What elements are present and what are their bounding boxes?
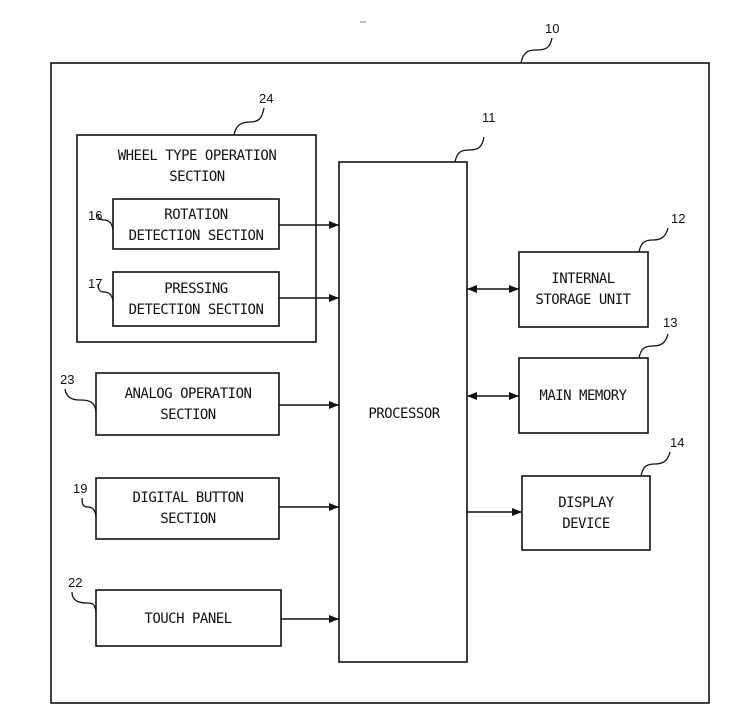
display-device-ref-number: 14 [670, 435, 684, 450]
main-memory-ref-leader [638, 333, 669, 359]
internal-storage-ref-leader [638, 227, 669, 253]
rotation-detection-label-line2: DETECTION SECTION [129, 228, 264, 244]
processor: PROCESSOR 11 [338, 110, 496, 663]
touch-panel-frame [95, 589, 282, 647]
pressing-detection-section: PRESSING DETECTION SECTION 17 [88, 271, 280, 327]
main-memory: MAIN MEMORY 13 [518, 315, 677, 434]
digital-button-ref-number: 19 [73, 481, 87, 496]
wheel-section-label-line1: WHEEL TYPE OPERATION [118, 148, 277, 164]
internal-storage-unit: INTERNAL STORAGE UNIT 12 [518, 211, 685, 328]
internal-storage-frame [518, 251, 649, 328]
display-device-label-line1: DISPLAY [558, 495, 615, 511]
analog-operation-section: ANALOG OPERATION SECTION 23 [60, 372, 280, 436]
display-device-frame [521, 475, 651, 551]
pressing-detection-ref-number: 17 [88, 276, 102, 291]
pressing-detection-label-line1: PRESSING [164, 281, 228, 297]
display-device-ref-leader [640, 451, 671, 477]
internal-storage-ref-number: 12 [671, 211, 685, 226]
digital-button-label-line2: SECTION [160, 511, 216, 527]
internal-storage-label-line2: STORAGE UNIT [535, 292, 631, 308]
processor-ref-leader [454, 136, 485, 163]
digital-button-label-line1: DIGITAL BUTTON [132, 490, 243, 506]
system-ref-leader [520, 37, 553, 64]
rotation-detection-label-line1: ROTATION [164, 207, 228, 223]
rotation-detection-ref-leader [97, 213, 114, 231]
rotation-detection-section: ROTATION DETECTION SECTION 16 [88, 198, 280, 250]
display-device: DISPLAY DEVICE 14 [521, 435, 684, 551]
analog-operation-label-line2: SECTION [160, 407, 216, 423]
touch-panel-label: TOUCH PANEL [144, 611, 231, 627]
main-memory-ref-number: 13 [663, 315, 677, 330]
digital-button-frame [95, 477, 280, 540]
wheel-section-label-line2: SECTION [169, 169, 225, 185]
digital-button-section: DIGITAL BUTTON SECTION 19 [73, 477, 280, 540]
touch-panel-ref-number: 22 [68, 575, 82, 590]
pressing-detection-frame [112, 271, 280, 327]
processor-frame [338, 161, 468, 663]
analog-operation-ref-number: 23 [60, 372, 74, 387]
display-device-label-line2: DEVICE [562, 516, 610, 532]
rotation-detection-ref-number: 16 [88, 208, 102, 223]
main-memory-label: MAIN MEMORY [539, 388, 627, 404]
touch-panel: TOUCH PANEL 22 [68, 575, 282, 647]
main-memory-frame [518, 357, 649, 434]
analog-operation-label-line1: ANALOG OPERATION [125, 386, 252, 402]
rotation-detection-frame [112, 198, 280, 250]
internal-storage-label-line1: INTERNAL [551, 271, 615, 287]
processor-ref-number: 11 [482, 110, 496, 125]
touch-panel-ref-leader [71, 591, 97, 613]
pressing-detection-ref-leader [97, 283, 114, 302]
wheel-section-ref-leader [233, 107, 265, 136]
analog-operation-ref-leader [64, 388, 97, 413]
connections [279, 221, 522, 623]
analog-operation-frame [95, 372, 280, 436]
system-ref-number: 10 [545, 21, 559, 36]
digital-button-ref-leader [81, 497, 97, 517]
pressing-detection-label-line2: DETECTION SECTION [129, 302, 264, 318]
wheel-section-ref-number: 24 [259, 91, 273, 106]
processor-label: PROCESSOR [368, 406, 440, 422]
